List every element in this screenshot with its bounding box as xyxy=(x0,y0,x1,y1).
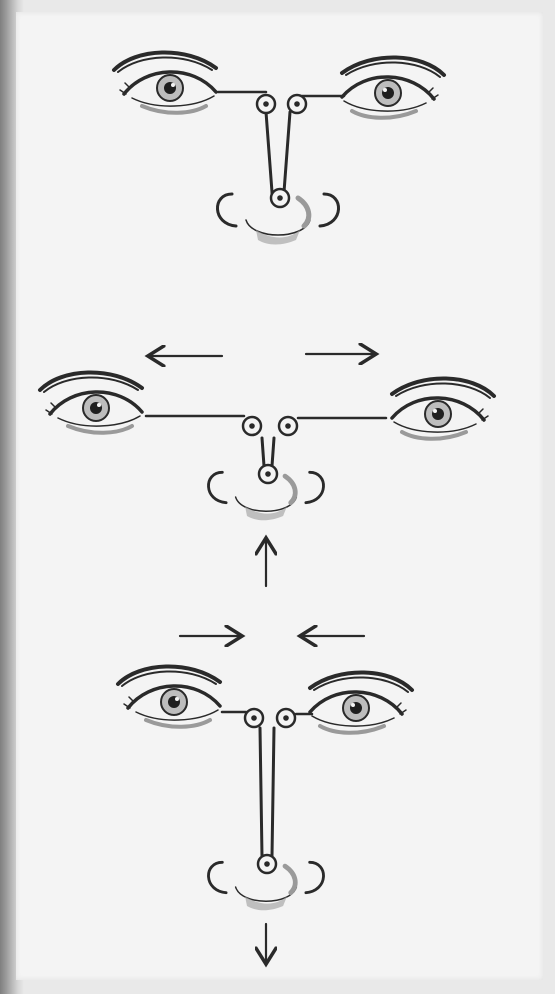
nose-bridge xyxy=(266,112,290,192)
right-eye xyxy=(392,378,494,438)
panel-2-wide xyxy=(40,354,494,586)
nose-bridge xyxy=(260,728,274,856)
right-eye xyxy=(342,57,444,117)
left-eye-point xyxy=(243,417,261,435)
panel-3-narrow xyxy=(118,636,412,962)
right-eye-point xyxy=(279,417,297,435)
panel-1-neutral xyxy=(114,52,444,244)
left-eye xyxy=(40,372,142,432)
nose-point xyxy=(259,465,277,483)
right-eye-point xyxy=(277,709,295,727)
nose-point xyxy=(258,855,276,873)
right-eye-point xyxy=(288,95,306,113)
eye-connector-line xyxy=(222,712,312,714)
nose-point xyxy=(271,189,289,207)
eye-connector-line xyxy=(146,416,386,418)
eye-connector-line xyxy=(218,92,344,96)
left-eye-point xyxy=(245,709,263,727)
left-eye xyxy=(114,52,216,112)
left-eye xyxy=(118,666,220,726)
right-eye xyxy=(310,672,412,732)
nose-bridge xyxy=(262,438,274,466)
left-eye-point xyxy=(257,95,275,113)
